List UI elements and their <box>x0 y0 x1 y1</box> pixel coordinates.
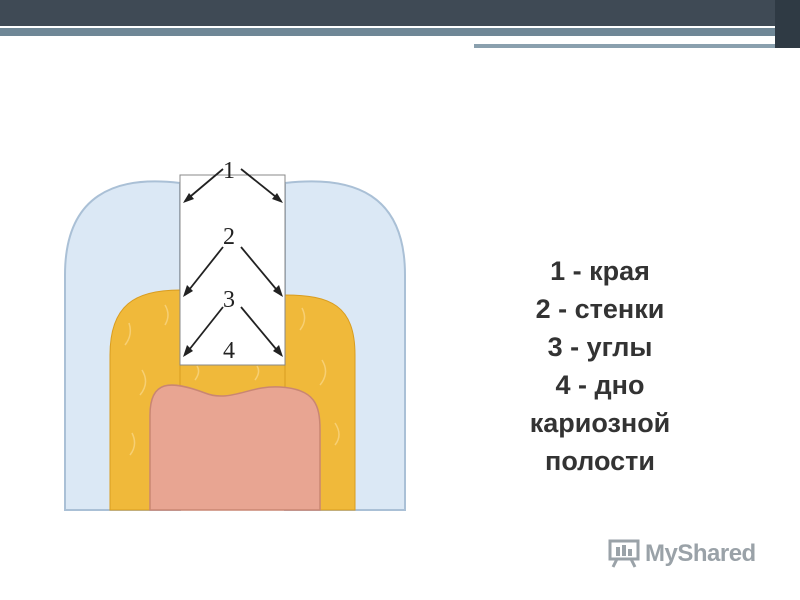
legend-line-2: 2 - стенки <box>535 294 665 324</box>
legend-line-4: 4 - дно <box>555 370 645 400</box>
header-bar <box>0 0 800 26</box>
legend-line-5: кариозной <box>529 408 671 438</box>
watermark-text: MyShared <box>645 540 756 567</box>
legend-line-1: 1 - края <box>550 256 650 286</box>
tooth-drawing <box>64 168 406 511</box>
header-rule <box>0 28 775 36</box>
label-2: 2 <box>223 224 235 250</box>
label-arrows <box>184 168 282 356</box>
label-4: 4 <box>223 338 235 364</box>
header-corner <box>775 0 800 48</box>
pulp <box>149 384 321 511</box>
legend-line-3: 3 - углы <box>547 332 653 362</box>
header-rule-secondary <box>474 44 800 48</box>
legend-line-6: полости <box>545 446 655 476</box>
presentation-icon <box>608 539 640 568</box>
tooth-cavity-diagram: 1 2 3 4 <box>55 155 415 515</box>
legend: 1 - края 2 - стенки 3 - углы 4 - дно кар… <box>480 252 720 480</box>
label-1: 1 <box>223 158 235 184</box>
cavity <box>179 174 286 366</box>
watermark: MyShared <box>607 536 777 572</box>
arrow-heads <box>183 193 283 357</box>
label-3: 3 <box>223 287 235 313</box>
